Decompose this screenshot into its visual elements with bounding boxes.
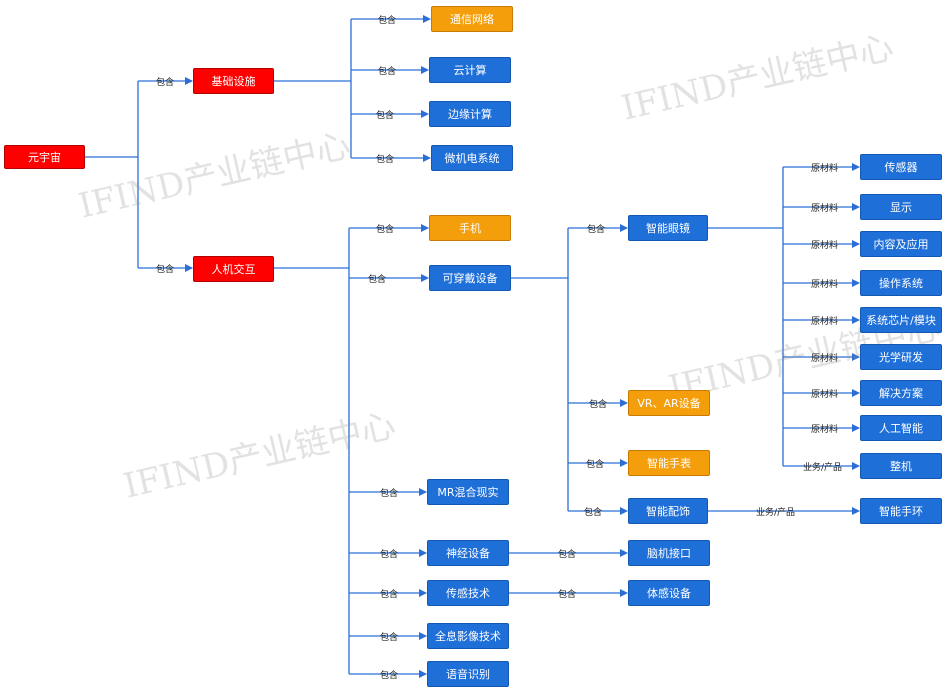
node-speech-recognition: 语音识别	[427, 661, 509, 687]
relation-label: 包含	[368, 275, 387, 285]
relation-label: 包含	[589, 400, 608, 410]
relation-label: 包含	[376, 225, 395, 235]
node-smart-glasses: 智能眼镜	[628, 215, 708, 241]
relation-label: 原材料	[811, 390, 839, 400]
node-root-metaverse: 元宇宙	[4, 145, 85, 169]
node-smart-accessories: 智能配饰	[628, 498, 708, 524]
relation-label: 原材料	[811, 241, 839, 251]
node-wearable-devices: 可穿戴设备	[429, 265, 511, 291]
relation-label: 业务/产品	[756, 508, 796, 518]
node-human-computer-interaction: 人机交互	[193, 256, 274, 282]
node-phone: 手机	[429, 215, 511, 241]
node-sensor: 传感器	[860, 154, 942, 180]
node-holographic-tech: 全息影像技术	[427, 623, 509, 649]
relation-label: 包含	[376, 111, 395, 121]
node-solutions: 解决方案	[860, 380, 942, 406]
relation-label: 包含	[584, 508, 603, 518]
node-edge-computing: 边缘计算	[429, 101, 511, 127]
node-display: 显示	[860, 194, 942, 220]
relation-label: 包含	[376, 155, 395, 165]
relation-label: 原材料	[811, 280, 839, 290]
relation-label: 包含	[380, 633, 399, 643]
node-content-apps: 内容及应用	[860, 231, 942, 257]
relation-label: 包含	[587, 225, 606, 235]
node-smart-watch: 智能手表	[628, 450, 710, 476]
node-smart-band: 智能手环	[860, 498, 942, 524]
node-soc-module: 系统芯片/模块	[860, 307, 942, 333]
relation-label: 包含	[558, 550, 577, 560]
relation-label: 业务/产品	[803, 463, 843, 473]
node-motion-sensing-devices: 体感设备	[628, 580, 710, 606]
relation-label: 包含	[156, 265, 175, 275]
node-infrastructure: 基础设施	[193, 68, 274, 94]
node-sensing-tech: 传感技术	[427, 580, 509, 606]
relation-label: 原材料	[811, 204, 839, 214]
relation-label: 包含	[378, 67, 397, 77]
relation-label: 包含	[558, 590, 577, 600]
node-mixed-reality: MR混合现实	[427, 479, 509, 505]
node-vr-ar-devices: VR、AR设备	[628, 390, 710, 416]
node-neural-devices: 神经设备	[427, 540, 509, 566]
node-optics-rd: 光学研发	[860, 344, 942, 370]
relation-label: 包含	[156, 78, 175, 88]
node-telecom-network: 通信网络	[431, 6, 513, 32]
relation-label: 原材料	[811, 164, 839, 174]
relation-label: 包含	[586, 460, 605, 470]
node-complete-device: 整机	[860, 453, 942, 479]
node-operating-system: 操作系统	[860, 270, 942, 296]
relation-label: 包含	[380, 550, 399, 560]
relation-label: 包含	[378, 16, 397, 26]
relation-label: 原材料	[811, 354, 839, 364]
node-mems: 微机电系统	[431, 145, 513, 171]
node-brain-computer-interface: 脑机接口	[628, 540, 710, 566]
relation-label: 原材料	[811, 317, 839, 327]
node-cloud-computing: 云计算	[429, 57, 511, 83]
relation-label: 原材料	[811, 425, 839, 435]
relation-label: 包含	[380, 590, 399, 600]
node-artificial-intelligence: 人工智能	[860, 415, 942, 441]
relation-label: 包含	[380, 489, 399, 499]
relation-label: 包含	[380, 671, 399, 681]
